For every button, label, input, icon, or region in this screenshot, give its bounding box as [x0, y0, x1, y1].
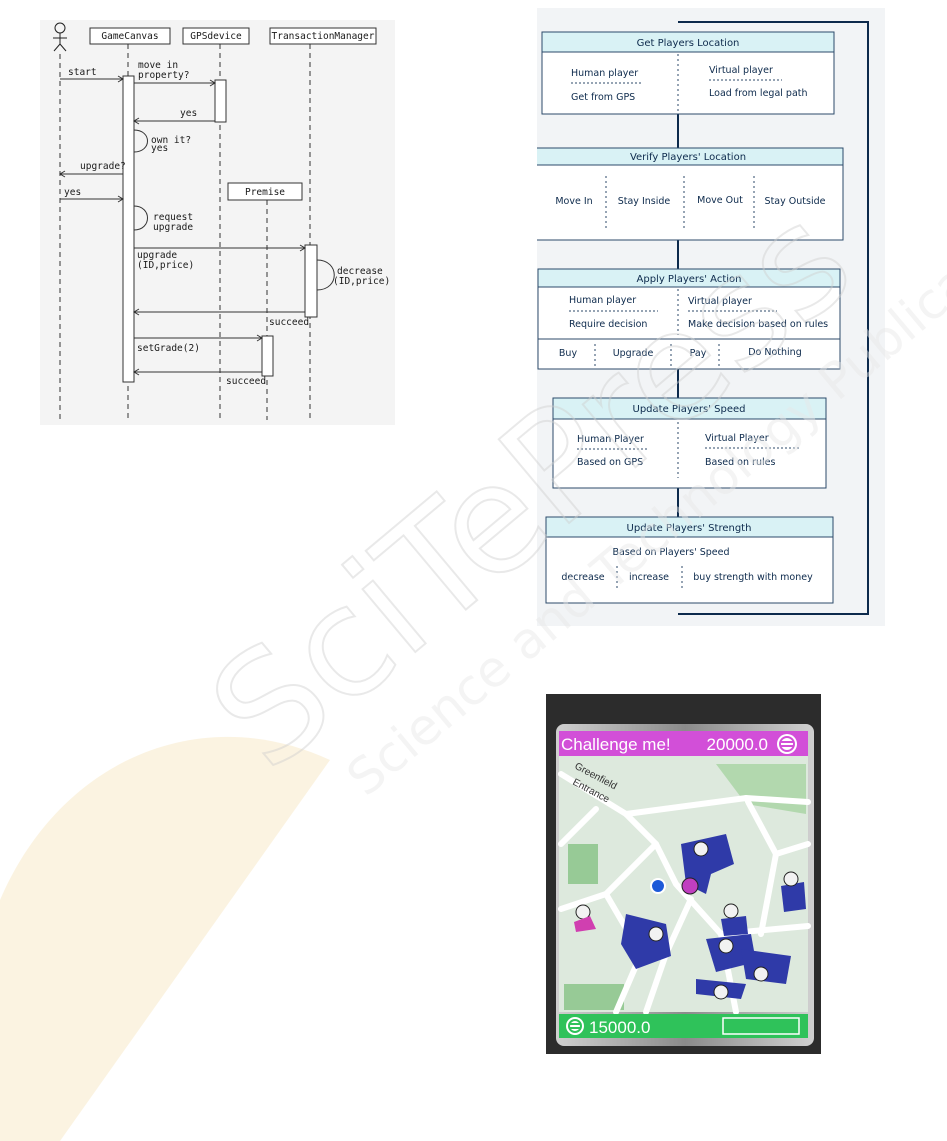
verify-move-out: Move Out — [697, 195, 743, 206]
location-virtual-source: Load from legal path — [709, 88, 808, 99]
msg-decrease-params: (ID,price) — [333, 276, 390, 287]
activation-premise — [261, 335, 274, 377]
step-update-strength: Update Players' Strength Based on Player… — [545, 516, 834, 604]
balance-value: 15000.0 — [589, 1018, 650, 1037]
speed-human: Human Player — [577, 434, 644, 445]
verify-stay-outside: Stay Outside — [765, 196, 826, 207]
action-human-source: Require decision — [569, 319, 647, 330]
lifeline-game-canvas-label: GameCanvas — [101, 31, 158, 42]
step-apply-action-title: Apply Players' Action — [637, 274, 742, 285]
activation-game-canvas — [122, 75, 135, 383]
msg-upgrade: upgrade — [137, 250, 177, 261]
msg-upgrade-params: (ID,price) — [137, 260, 194, 271]
challenge-title: Challenge me! — [561, 735, 671, 754]
sequence-diagram: GameCanvas GPSdevice TransactionManager … — [40, 20, 395, 425]
step-get-location: Get Players Location Human player Get fr… — [541, 31, 835, 115]
step-get-location-title: Get Players Location — [637, 38, 740, 49]
step-update-strength-title: Update Players' Strength — [627, 523, 752, 534]
action-upgrade: Upgrade — [613, 348, 654, 359]
msg-succeed-premise: succeed — [226, 376, 266, 387]
lifeline-game-canvas: GameCanvas — [89, 27, 171, 420]
strength-decrease: decrease — [561, 572, 604, 583]
speed-virtual-source: Based on rules — [705, 457, 775, 468]
step-update-speed-title: Update Players' Speed — [633, 404, 746, 415]
step-verify-location-title: Verify Players' Location — [630, 152, 746, 163]
msg-start: start — [68, 67, 97, 78]
action-human: Human player — [569, 295, 636, 306]
action-virtual-source: Make decision based on rules — [688, 319, 828, 330]
verify-stay-inside: Stay Inside — [618, 196, 671, 207]
msg-own-yes: yes — [151, 143, 168, 154]
msg-set-grade: setGrade(2) — [137, 343, 200, 354]
challenge-banner[interactable]: Challenge me! 20000.0 — [559, 731, 808, 756]
msg-move-in-2: property? — [138, 70, 189, 81]
lifeline-transaction-manager: TransactionManager — [269, 27, 377, 420]
strength-subtitle: Based on Players' Speed — [613, 547, 730, 558]
msg-upgrade-question: upgrade? — [80, 161, 126, 172]
action-do-nothing: Do Nothing — [748, 347, 802, 358]
speed-virtual: Virtual Player — [705, 433, 769, 444]
msg-yes-gps: yes — [180, 108, 197, 119]
step-update-speed: Update Players' Speed Human Player Based… — [552, 397, 827, 489]
msg-succeed-tm: succeed — [269, 317, 309, 328]
currency-icon — [777, 734, 797, 754]
strength-buy: buy strength with money — [693, 572, 813, 583]
msg-decrease: decrease — [337, 266, 383, 277]
location-virtual: Virtual player — [709, 65, 773, 76]
action-buy: Buy — [559, 348, 578, 359]
loop-connector — [678, 21, 869, 615]
location-human-source: Get from GPS — [571, 92, 635, 103]
step-verify-location: Verify Players' Location Move In Stay In… — [537, 147, 844, 241]
lifeline-premise-label: Premise — [245, 187, 285, 198]
actor-icon — [53, 22, 67, 52]
msg-move-in: move in — [138, 60, 178, 71]
strength-increase: increase — [629, 572, 669, 583]
msg-request: request — [153, 212, 193, 223]
balance-bar: 15000.0 — [559, 1014, 808, 1038]
activation-gps-device — [214, 79, 227, 123]
step-apply-action: Apply Players' Action Human player Requi… — [537, 268, 841, 370]
action-virtual: Virtual player — [688, 296, 752, 307]
msg-yes-actor: yes — [64, 187, 81, 198]
location-human: Human player — [571, 68, 638, 79]
activation-transaction-manager — [304, 244, 318, 318]
lifeline-gps-device-label: GPSdevice — [190, 31, 242, 42]
action-pay: Pay — [690, 348, 707, 359]
lifeline-premise: Premise — [227, 182, 303, 420]
strength-gauge — [722, 1017, 800, 1035]
verify-move-in: Move In — [555, 196, 592, 207]
lifeline-transaction-manager-label: TransactionManager — [272, 31, 375, 42]
msg-own-it: own it? — [151, 135, 191, 146]
campus-map: Greenfield Entrance — [558, 754, 811, 1015]
flowchart: Get Players Location Human player Get fr… — [537, 8, 885, 626]
lifeline-gps-device: GPSdevice — [182, 27, 250, 420]
balance-currency-icon — [566, 1017, 584, 1035]
phone-screenshot: Greenfield Entrance Challenge me! 20000.… — [546, 694, 821, 1054]
challenge-amount: 20000.0 — [707, 735, 768, 754]
msg-request-upgrade: upgrade — [153, 222, 193, 233]
speed-human-source: Based on GPS — [577, 457, 643, 468]
